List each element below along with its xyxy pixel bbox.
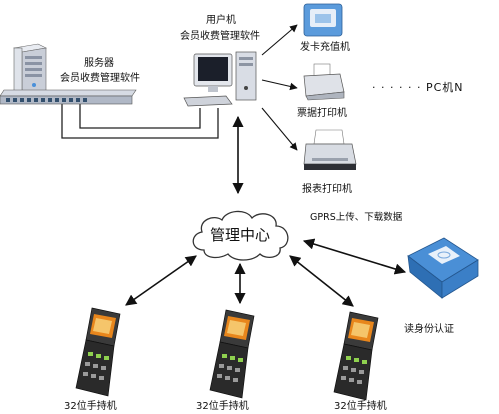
user-pc-software-label: 会员收费管理软件 [180,31,260,42]
handheld-terminal-icon [333,311,379,401]
server-software-label: 会员收费管理软件 [60,73,140,84]
card-reader-icon [303,3,343,37]
user-pc-label: 用户机 [206,15,236,26]
arrow-center-handheld-3 [289,255,354,307]
handheld-terminal-icon [75,307,121,397]
id-card-reader-icon [407,237,479,299]
arrow-center-handheld-1 [125,255,197,306]
network-switch-icon [0,89,137,105]
inkjet-printer-icon [303,129,357,170]
handheld-3-label: 32位手持机 [334,401,387,412]
pc-n-label: · · · · · · PC机N [372,81,464,94]
server-tower-icon [13,43,47,97]
center-label: 管理中心 [210,226,271,244]
handheld-terminal-icon [209,309,255,399]
gprs-label: GPRS上传、下载数据 [310,212,403,223]
receipt-printer-label: 票据打印机 [297,108,347,119]
handheld-2-label: 32位手持机 [196,401,249,412]
server-label: 服务器 [84,58,114,69]
peripheral-lines [261,24,298,151]
lan-cables [61,103,219,139]
handheld-1-label: 32位手持机 [64,401,117,412]
report-printer-label: 报表打印机 [302,184,352,195]
cloud-icon [192,210,289,261]
card-writer-label: 发卡充值机 [300,42,350,53]
arrow-center-id-reader [302,238,407,275]
receipt-printer-icon [303,63,345,101]
desktop-computer-icon [183,51,257,107]
id-reader-label: 读身份认证 [404,324,454,335]
